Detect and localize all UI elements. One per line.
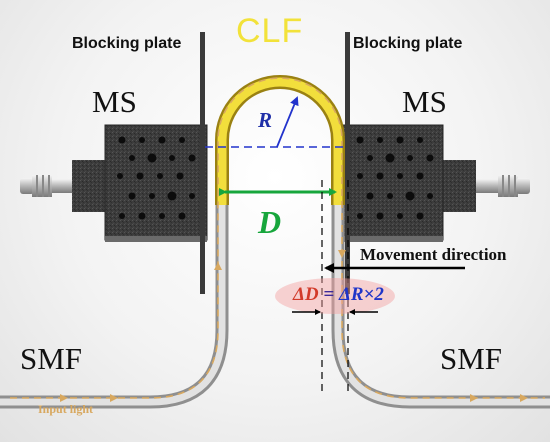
light-direction-arrowheads bbox=[60, 250, 528, 402]
ms-label-right: MS bbox=[402, 84, 447, 119]
right-fiber-connector-icon bbox=[470, 175, 530, 197]
blocking-plate-label-left: Blocking plate bbox=[72, 35, 182, 52]
left-blocking-plate bbox=[200, 32, 205, 294]
radius-arrow bbox=[276, 96, 299, 148]
smf-label-right: SMF bbox=[440, 341, 503, 376]
blocking-plate-label-right: Blocking plate bbox=[353, 35, 463, 52]
left-ms-stage bbox=[72, 124, 208, 242]
right-blocking-plate bbox=[345, 32, 350, 294]
movement-direction-label: Movement direction bbox=[360, 245, 507, 264]
delta-highlight bbox=[275, 278, 395, 314]
clf-fiber-loop bbox=[215, 75, 345, 205]
right-ms-stage bbox=[342, 124, 476, 242]
delta-r-text: ΔR×2 bbox=[338, 284, 384, 305]
radius-label: R bbox=[258, 108, 273, 132]
clf-label: CLF bbox=[236, 12, 304, 50]
light-path-arrows bbox=[10, 77, 545, 399]
distance-label: D bbox=[258, 204, 282, 240]
ms-label-left: MS bbox=[92, 84, 137, 119]
right-stage-holes bbox=[356, 136, 434, 220]
equals-text: = bbox=[318, 284, 339, 305]
smf-label-left: SMF bbox=[20, 341, 83, 376]
input-light-label: Input light bbox=[38, 402, 94, 416]
smf-fiber bbox=[0, 205, 550, 409]
left-stage-holes bbox=[117, 136, 196, 220]
delta-d-text: ΔD bbox=[293, 284, 319, 305]
delta-relation-label: ΔD = ΔR×2 bbox=[293, 285, 384, 304]
